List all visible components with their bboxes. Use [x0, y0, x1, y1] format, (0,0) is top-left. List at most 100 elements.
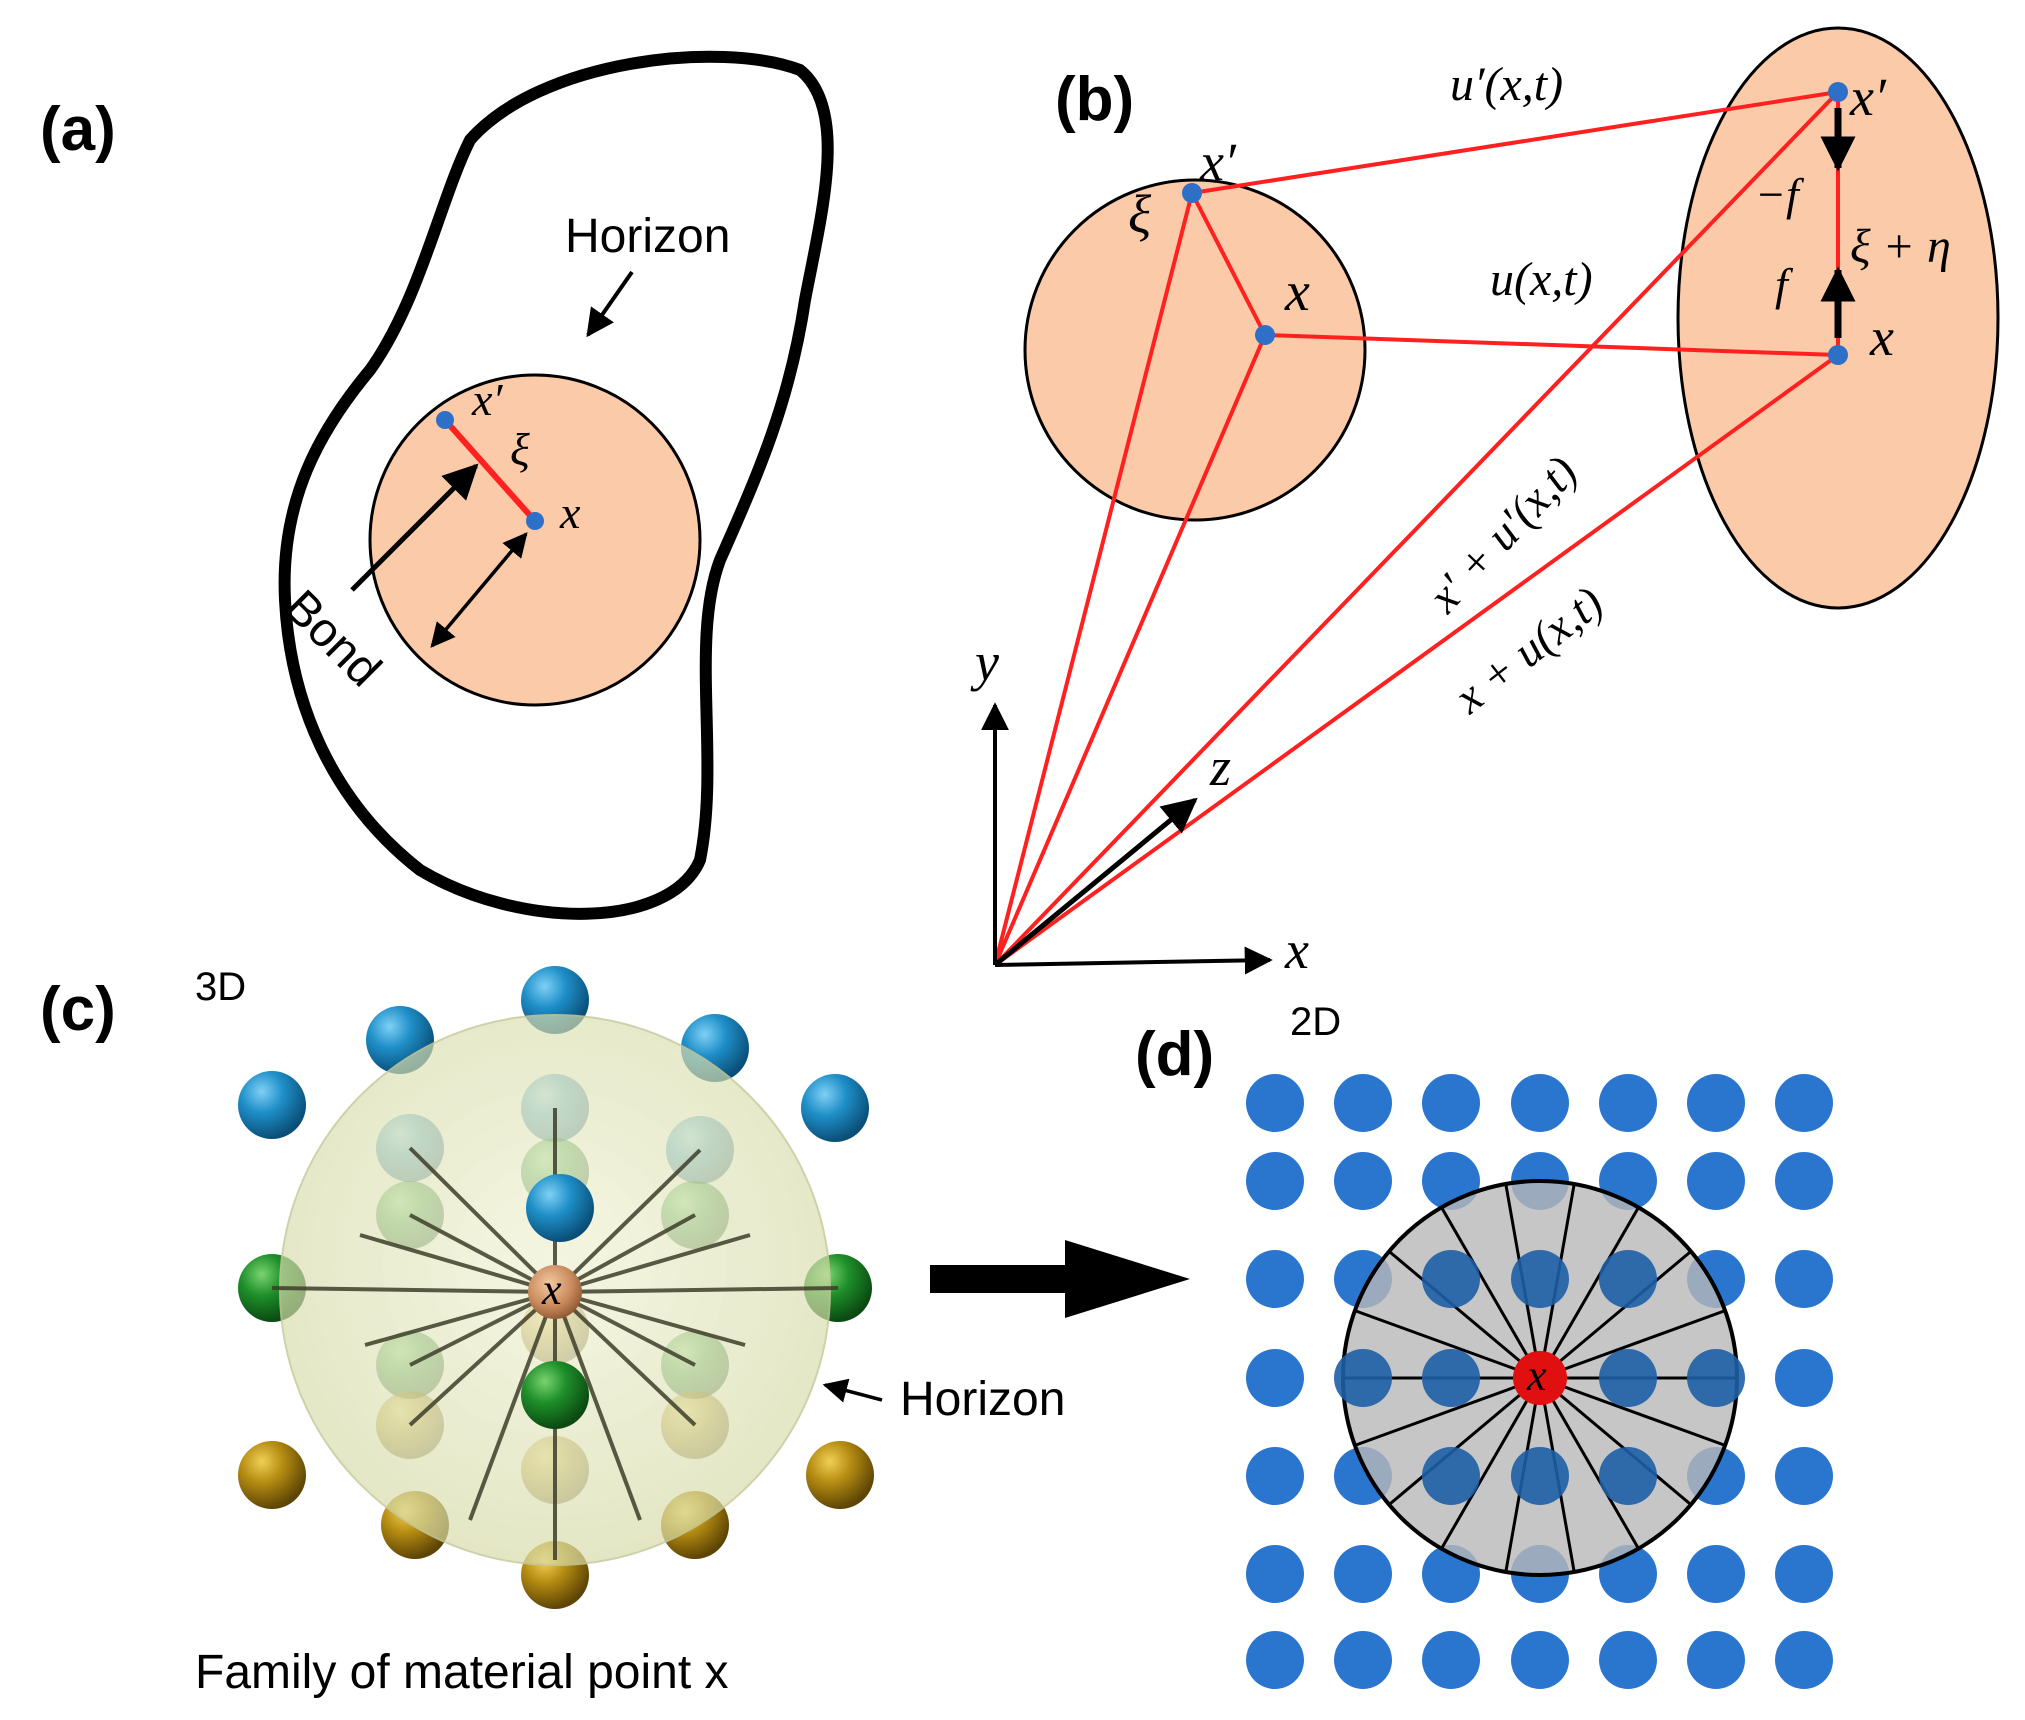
panel-d-label: (d): [1135, 1020, 1214, 1089]
d-point: [1687, 1074, 1745, 1132]
c-bond: [408, 1146, 557, 1294]
x-prime-label-ref: x′: [1199, 132, 1237, 192]
d-point: [1775, 1631, 1833, 1689]
c-bond: [553, 1291, 642, 1521]
d-point: [1246, 1447, 1304, 1505]
panel-b: (b) x′ ξ x u′(x,t) u(x,t) x′ x −f f ξ + …: [970, 26, 2000, 980]
d-bond: [1538, 1206, 1640, 1379]
xi-eta-label: ξ + η: [1850, 220, 1951, 273]
d-bond: [1354, 1309, 1541, 1380]
d-inner-point: [1334, 1349, 1392, 1407]
c-outer-sphere: [238, 1441, 306, 1509]
dim-label-3d: 3D: [195, 965, 246, 1009]
d-point: [1422, 1074, 1480, 1132]
c-outer-sphere: [801, 1074, 869, 1142]
z-axis: [993, 797, 1198, 967]
d-point: [1246, 1152, 1304, 1210]
c-bond: [554, 1286, 839, 1294]
point-x-prime-ref: [1182, 183, 1202, 203]
d-point: [1334, 1152, 1392, 1210]
d-bond: [1354, 1376, 1541, 1447]
d-bond: [1539, 1376, 1726, 1447]
d-bond: [1539, 1309, 1726, 1380]
bond-line-a: [442, 418, 538, 523]
c-bond: [468, 1291, 557, 1521]
point-x-prime-def: [1828, 82, 1848, 102]
u-label: u(x,t): [1490, 253, 1593, 306]
d-inner-point: [1599, 1447, 1657, 1505]
d-inner-point: [1687, 1349, 1745, 1407]
d-point: [1334, 1545, 1392, 1603]
family-caption: Family of material point x: [195, 1646, 729, 1699]
c-bond: [364, 1290, 556, 1347]
d-point: [1511, 1074, 1569, 1132]
d-point: [1246, 1250, 1304, 1308]
d-point: [1775, 1074, 1833, 1132]
x-prime-label-a: x′: [471, 374, 503, 425]
c-outer-sphere: [238, 1071, 306, 1139]
x-label-a: x: [559, 487, 581, 538]
c-front-spheres: [521, 1174, 594, 1429]
coordinate-axes: y z x: [970, 632, 1309, 980]
d-inner-point: [1511, 1447, 1569, 1505]
panel-a-label: (a): [40, 95, 116, 164]
d-point: [1687, 1631, 1745, 1689]
point-x-a: [526, 512, 544, 530]
d-point: [1246, 1545, 1304, 1603]
d-point: [1599, 1631, 1657, 1689]
d-point: [1246, 1349, 1304, 1407]
d-point: [1775, 1447, 1833, 1505]
d-inner-point: [1422, 1447, 1480, 1505]
transition-arrow: [930, 1240, 1190, 1318]
horizon-circle-a: [368, 373, 702, 707]
minus-f-label: −f: [1755, 169, 1805, 220]
horizon-pointer-arrow-3d: [822, 1378, 883, 1403]
point-x-def: [1828, 345, 1848, 365]
bond-pointer-arrow: [350, 463, 479, 592]
axis-z-label: z: [1209, 737, 1231, 797]
axis-y-label: y: [970, 632, 999, 692]
d-point: [1334, 1074, 1392, 1132]
c-bond: [359, 1233, 556, 1294]
d-bond: [1388, 1376, 1541, 1506]
u-prime-label: u′(x,t): [1450, 58, 1563, 111]
panel-a: (a) Horizon x′ ξ x Bond: [40, 50, 834, 920]
x-label-def: x: [1869, 307, 1894, 367]
c-front-sphere: [521, 1361, 589, 1429]
center-point-2d: [1513, 1351, 1567, 1405]
center-label-3d: x: [541, 1265, 562, 1314]
axis-x-label: x: [1284, 920, 1309, 980]
xi-label-a: ξ: [510, 424, 530, 475]
d-point: [1775, 1250, 1833, 1308]
c-bond: [554, 1290, 746, 1347]
d-point: [1246, 1074, 1304, 1132]
panel-d: (d) 2D x: [1135, 1000, 1833, 1689]
panel-b-label: (b): [1055, 65, 1134, 134]
c-bond: [553, 1148, 702, 1294]
d-point: [1687, 1545, 1745, 1603]
d-inner-point: [1511, 1250, 1569, 1308]
point-x-ref: [1255, 325, 1275, 345]
c-bond: [553, 1290, 697, 1427]
center-point-3d: [528, 1265, 582, 1319]
d-point: [1599, 1074, 1657, 1132]
c-bond: [409, 1213, 556, 1294]
d-point: [1246, 1631, 1304, 1689]
body-outline: [278, 50, 834, 920]
d-inner-point: [1422, 1250, 1480, 1308]
d-bond: [1440, 1377, 1542, 1550]
d-bond: [1539, 1250, 1692, 1380]
d-bond: [1388, 1250, 1541, 1380]
d-point: [1511, 1631, 1569, 1689]
panel-c-label: (c): [40, 975, 116, 1044]
c-bond: [271, 1286, 556, 1294]
horizon-label-3d: Horizon: [900, 1373, 1065, 1426]
horizon-radius-arrow: [430, 532, 528, 648]
d-point: [1775, 1545, 1833, 1603]
xi-label-ref: ξ: [1128, 184, 1152, 244]
horizon-label-a: Horizon: [565, 210, 730, 263]
c-front-sphere: [526, 1174, 594, 1242]
d-point: [1334, 1631, 1392, 1689]
d-point: [1775, 1349, 1833, 1407]
